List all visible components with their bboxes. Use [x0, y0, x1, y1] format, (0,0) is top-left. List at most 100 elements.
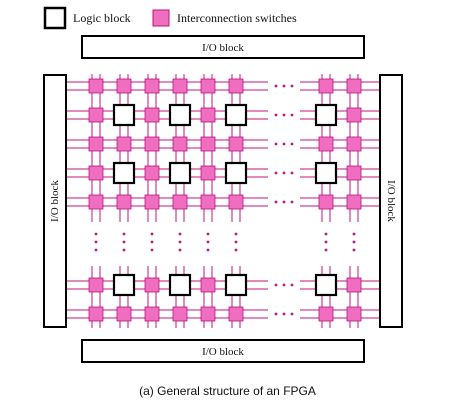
- interconnection-switch: [346, 165, 362, 181]
- horizontal-ellipsis-dot: [290, 84, 294, 88]
- vertical-ellipsis-dot: [352, 232, 356, 236]
- interconnection-switch: [144, 136, 160, 152]
- vertical-ellipsis-dot: [324, 232, 328, 236]
- horizontal-ellipsis-dot: [274, 113, 278, 117]
- horizontal-ellipsis-dot: [282, 283, 286, 287]
- svg-text:I/O block: I/O block: [385, 180, 397, 222]
- io-block-bottom: I/O block: [81, 339, 365, 363]
- fabric-grid: [88, 78, 362, 322]
- logic-block: [112, 273, 136, 297]
- logic-block-legend-label: Logic block: [73, 11, 131, 25]
- interconnection-switch: [228, 78, 244, 94]
- vertical-ellipsis-dot: [94, 240, 98, 244]
- horizontal-ellipsis-dot: [290, 200, 294, 204]
- continuation-ellipses: [94, 84, 356, 316]
- logic-block: [314, 161, 338, 185]
- horizontal-ellipsis-dot: [274, 142, 278, 146]
- interconnection-switch: [200, 107, 216, 123]
- vertical-ellipsis-dot: [150, 248, 154, 252]
- switch-legend-label: Interconnection switches: [177, 11, 297, 25]
- logic-block: [112, 103, 136, 127]
- interconnection-switch: [88, 78, 104, 94]
- interconnection-switch: [346, 194, 362, 210]
- io-block-top: I/O block: [81, 35, 365, 59]
- io-block-left: I/O block: [43, 74, 67, 328]
- horizontal-ellipsis-dot: [290, 283, 294, 287]
- horizontal-ellipsis-dot: [290, 113, 294, 117]
- interconnection-switch: [116, 194, 132, 210]
- logic-block: [168, 103, 192, 127]
- interconnection-switch: [116, 136, 132, 152]
- horizontal-ellipsis-dot: [282, 84, 286, 88]
- vertical-ellipsis-dot: [150, 240, 154, 244]
- interconnection-switch: [318, 78, 334, 94]
- interconnection-switch: [200, 136, 216, 152]
- logic-block: [168, 273, 192, 297]
- vertical-ellipsis-dot: [352, 248, 356, 252]
- vertical-ellipsis-dot: [122, 232, 126, 236]
- interconnection-switch: [346, 78, 362, 94]
- vertical-ellipsis-dot: [206, 240, 210, 244]
- interconnection-switch: [346, 136, 362, 152]
- legend: Logic block Interconnection switches: [43, 6, 297, 30]
- interconnection-switch: [228, 306, 244, 322]
- horizontal-ellipsis-dot: [290, 171, 294, 175]
- interconnection-switch: [172, 194, 188, 210]
- interconnection-switch: [144, 165, 160, 181]
- vertical-ellipsis-dot: [122, 248, 126, 252]
- vertical-ellipsis-dot: [178, 232, 182, 236]
- io-block-right: I/O block: [379, 74, 403, 328]
- interconnection-switch: [346, 277, 362, 293]
- vertical-ellipsis-dot: [94, 232, 98, 236]
- interconnection-switch: [200, 78, 216, 94]
- logic-block: [112, 161, 136, 185]
- switch-legend-swatch: [152, 9, 170, 27]
- vertical-ellipsis-dot: [234, 240, 238, 244]
- interconnection-switch: [116, 78, 132, 94]
- horizontal-ellipsis-dot: [290, 142, 294, 146]
- vertical-ellipsis-dot: [206, 248, 210, 252]
- interconnection-switch: [144, 306, 160, 322]
- interconnection-switch: [318, 194, 334, 210]
- interconnection-switch: [88, 136, 104, 152]
- interconnection-switch: [144, 107, 160, 123]
- svg-text:I/O block: I/O block: [49, 180, 61, 222]
- horizontal-ellipsis-dot: [274, 171, 278, 175]
- vertical-ellipsis-dot: [324, 240, 328, 244]
- vertical-ellipsis-dot: [94, 248, 98, 252]
- vertical-ellipsis-dot: [324, 248, 328, 252]
- logic-block-legend-swatch: [43, 6, 67, 30]
- horizontal-ellipsis-dot: [274, 84, 278, 88]
- interconnection-switch: [228, 136, 244, 152]
- interconnection-switch: [172, 78, 188, 94]
- interconnection-switch: [200, 306, 216, 322]
- interconnection-switch: [144, 277, 160, 293]
- interconnection-switch: [346, 306, 362, 322]
- interconnection-switch: [200, 277, 216, 293]
- interconnection-switch: [88, 306, 104, 322]
- interconnection-switch: [172, 136, 188, 152]
- svg-text:I/O block: I/O block: [202, 346, 244, 358]
- vertical-ellipsis-dot: [234, 232, 238, 236]
- logic-block: [168, 161, 192, 185]
- logic-block: [224, 103, 248, 127]
- horizontal-ellipsis-dot: [282, 312, 286, 316]
- interconnection-switch: [88, 277, 104, 293]
- logic-block: [224, 161, 248, 185]
- vertical-ellipsis-dot: [150, 232, 154, 236]
- interconnection-switch: [346, 107, 362, 123]
- figure-caption: (a) General structure of an FPGA: [139, 384, 316, 398]
- interconnection-switch: [88, 107, 104, 123]
- interconnection-switch: [88, 194, 104, 210]
- vertical-ellipsis-dot: [178, 248, 182, 252]
- horizontal-ellipsis-dot: [274, 312, 278, 316]
- vertical-ellipsis-dot: [234, 248, 238, 252]
- interconnection-switch: [200, 194, 216, 210]
- horizontal-ellipsis-dot: [282, 200, 286, 204]
- interconnection-switch: [200, 165, 216, 181]
- interconnection-switch: [172, 306, 188, 322]
- logic-block: [314, 103, 338, 127]
- interconnection-switch: [228, 194, 244, 210]
- horizontal-ellipsis-dot: [290, 312, 294, 316]
